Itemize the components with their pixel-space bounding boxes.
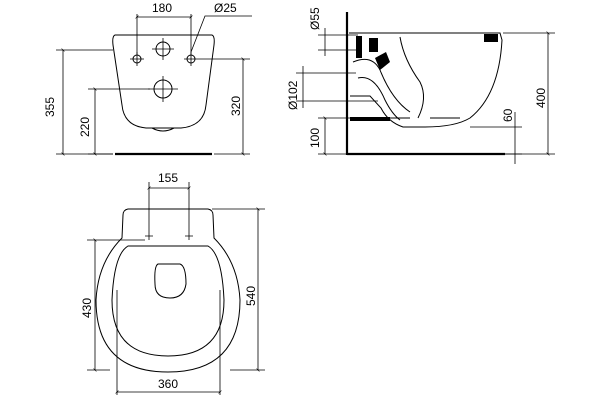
dim-180: 180: [152, 1, 172, 15]
side-base-block: [350, 117, 390, 121]
dim-430: 430: [80, 298, 94, 318]
top-bowl-outline: [95, 208, 241, 373]
dim-outlet-diameter: Ø55: [308, 7, 322, 30]
top-seat-ring: [111, 245, 225, 357]
dim-360: 360: [158, 377, 178, 391]
front-rim-lip: [151, 127, 175, 132]
dim-hole-diameter: Ø25: [214, 1, 237, 15]
dim-60: 60: [501, 108, 515, 122]
front-view: 180 Ø25 355 220 320: [43, 1, 252, 156]
dim-320: 320: [229, 96, 243, 116]
dim-540: 540: [244, 286, 258, 306]
dim-155: 155: [158, 171, 178, 185]
dim-100: 100: [308, 128, 322, 148]
top-bowl-opening: [154, 263, 187, 299]
top-view: 155 430 540 360: [80, 171, 265, 395]
side-view: Ø55 Ø102 100 400 60: [286, 7, 555, 164]
dim-waste-diameter: Ø102: [286, 80, 300, 110]
dim-400: 400: [534, 88, 548, 108]
front-holes: [130, 38, 198, 102]
side-mount-bracket: [356, 34, 498, 70]
dim-355: 355: [43, 97, 57, 117]
front-bowl-outline: [112, 34, 215, 129]
dim-220: 220: [78, 117, 92, 137]
side-bowl-inner: [399, 36, 424, 119]
